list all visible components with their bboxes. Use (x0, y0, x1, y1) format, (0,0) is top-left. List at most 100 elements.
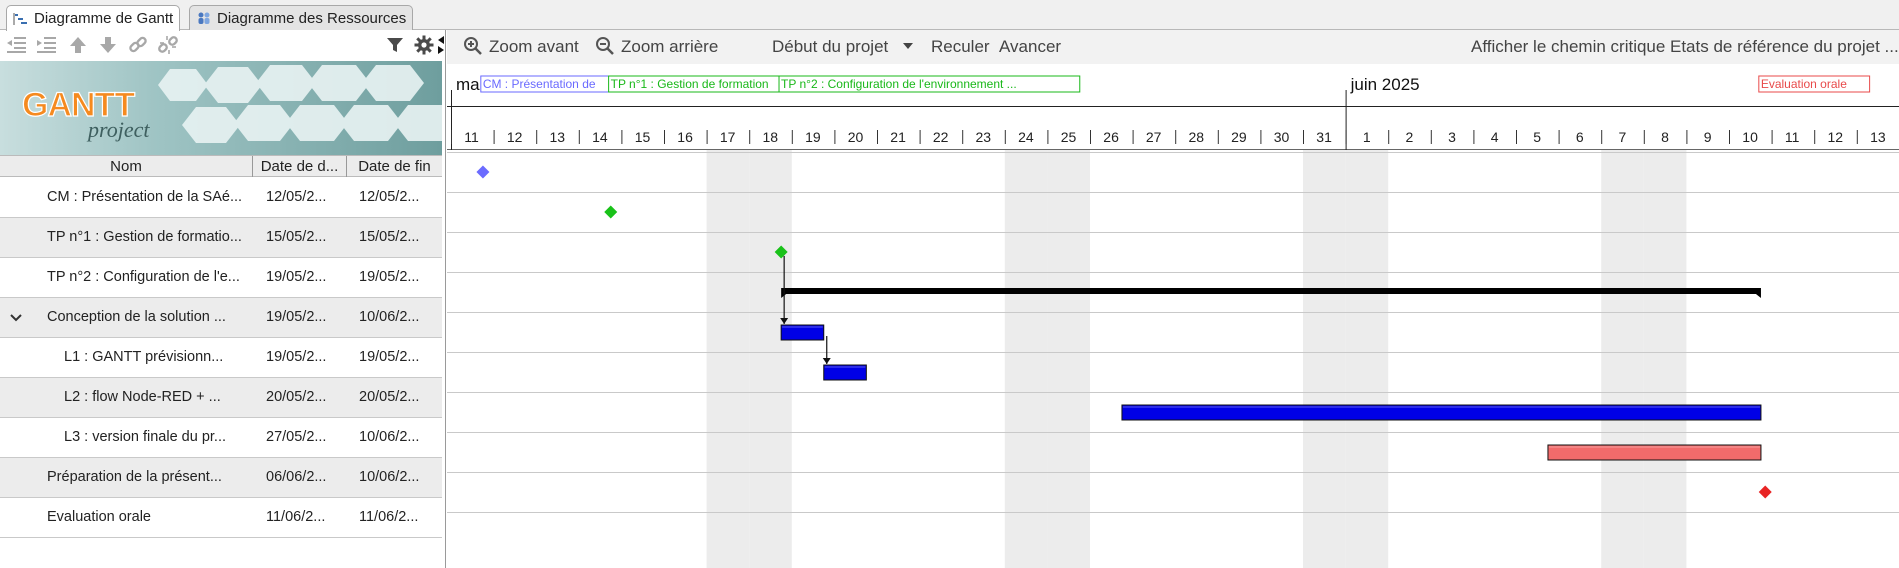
column-header-end[interactable]: Date de fin (358, 158, 431, 175)
task-name: CM : Présentation de la SAé... (47, 189, 243, 205)
zoom-in-button[interactable]: Zoom avant (463, 30, 579, 64)
day-label: 6 (1576, 129, 1584, 145)
task-bar[interactable] (780, 324, 825, 341)
task-start-date: 15/05/2... (266, 229, 327, 245)
chart-toolbar: Zoom avant Zoom arrière Début du projet … (447, 30, 1899, 64)
day-label: 2 (1406, 129, 1414, 145)
day-label: 4 (1491, 129, 1499, 145)
gantt-chart-canvas[interactable]: mai 2025juin 202511121314151617181920212… (447, 66, 1899, 568)
logo-brand-text: GANTT (22, 86, 135, 124)
task-row[interactable]: Conception de la solution ... 19/05/2... 1… (0, 298, 442, 338)
day-label: 8 (1661, 129, 1669, 145)
weekend-column (1643, 150, 1687, 568)
task-table-body: CM : Présentation de la SAé...12/05/2...… (0, 178, 442, 538)
day-label: 12 (1828, 129, 1844, 145)
task-start-date: 19/05/2... (266, 309, 327, 325)
task-name: L1 : GANTT prévisionn... (64, 349, 224, 365)
timeline-task-label[interactable]: TP n°2 : Configuration de l'environnemen… (778, 75, 1081, 93)
unlink-icon[interactable] (156, 34, 180, 56)
timeline-task-label[interactable]: CM : Présentation de (480, 75, 619, 93)
dependency-arrow-head (822, 358, 831, 364)
summary-bar[interactable] (781, 288, 1761, 298)
timeline-task-label[interactable]: Evaluation orale (1758, 75, 1871, 93)
ganttproject-logo-banner: GANTT project (0, 61, 442, 155)
day-label: 3 (1448, 129, 1456, 145)
day-label: 19 (805, 129, 821, 145)
milestone-diamond[interactable] (476, 165, 490, 179)
day-label: 18 (763, 129, 779, 145)
task-bar[interactable] (1121, 404, 1762, 421)
task-tree-toolbar (0, 30, 445, 60)
task-table-header: Nom Date de d... Date de fin (0, 155, 442, 177)
zoom-in-label: Zoom avant (489, 37, 579, 56)
task-end-date: 11/06/2... (359, 509, 419, 525)
task-start-date: 27/05/2... (266, 429, 327, 445)
day-label: 10 (1742, 129, 1758, 145)
task-end-date: 19/05/2... (359, 349, 420, 365)
weekend-column (1345, 150, 1389, 568)
milestone-diamond[interactable] (1758, 485, 1772, 499)
task-row[interactable]: L1 : GANTT prévisionn... 19/05/2... 19/05/… (0, 338, 442, 378)
day-label: 26 (1103, 129, 1119, 145)
zoom-out-button[interactable]: Zoom arrière (595, 30, 718, 64)
task-start-date: 19/05/2... (266, 349, 327, 365)
task-name: L2 : flow Node-RED + ... (64, 389, 221, 405)
day-label: 9 (1704, 129, 1712, 145)
column-header-start[interactable]: Date de d... (253, 156, 347, 177)
task-name: TP n°2 : Configuration de l'e... (47, 269, 240, 285)
filter-icon[interactable] (383, 34, 407, 56)
weekend-column (1004, 150, 1048, 568)
link-icon[interactable] (126, 34, 150, 56)
zoom-out-icon (596, 37, 614, 55)
task-row[interactable]: CM : Présentation de la SAé...12/05/2...… (0, 178, 442, 218)
task-row[interactable]: L2 : flow Node-RED + ...20/05/2...20/05/… (0, 378, 442, 418)
indent-icon[interactable] (34, 34, 58, 56)
project-start-dropdown-icon[interactable] (902, 30, 914, 64)
task-end-date: 10/06/2... (359, 309, 420, 325)
task-start-date: 11/06/2... (266, 509, 326, 525)
task-tree-panel: GANTT project Nom Date de d... Date de f… (0, 30, 446, 568)
move-up-icon[interactable] (66, 34, 90, 56)
task-row[interactable]: Préparation de la présent...06/06/2...10… (0, 458, 442, 498)
critical-path-button[interactable]: Afficher le chemin critique (1471, 37, 1666, 56)
task-row[interactable]: TP n°1 : Gestion de formatio... 15/05/2..… (0, 218, 442, 258)
outdent-icon[interactable] (4, 34, 28, 56)
move-down-icon[interactable] (96, 34, 120, 56)
tab-gantt-label: Diagramme de Gantt (34, 10, 174, 27)
task-row[interactable]: TP n°2 : Configuration de l'e... 19/05/2.… (0, 258, 442, 298)
project-start-button[interactable]: Début du projet (772, 37, 889, 56)
task-bar[interactable] (1547, 444, 1762, 461)
task-bar[interactable] (823, 364, 867, 381)
task-row[interactable]: Evaluation orale 11/06/2... 11/06/2... (0, 498, 442, 538)
timeline-task-label[interactable]: TP n°1 : Gestion de formation (608, 75, 806, 93)
day-label: 31 (1316, 129, 1332, 145)
day-label: 27 (1146, 129, 1162, 145)
weekend-column (1047, 150, 1090, 568)
gear-icon[interactable] (412, 34, 436, 56)
zoom-out-label: Zoom arrière (621, 37, 719, 56)
task-name: Conception de la solution ... (47, 309, 226, 325)
baselines-button[interactable]: Etats de référence du projet ... (1670, 37, 1899, 56)
day-label: 17 (720, 129, 736, 145)
day-label: 13 (1870, 129, 1886, 145)
svg-text:Evaluation orale: Evaluation orale (1761, 77, 1847, 91)
back-button[interactable]: Reculer (931, 37, 990, 56)
task-name: Evaluation orale (47, 509, 151, 525)
day-label: 28 (1189, 129, 1205, 145)
day-label: 30 (1274, 129, 1290, 145)
milestone-diamond[interactable] (604, 205, 618, 219)
task-row[interactable]: L3 : version finale du pr...27/05/2...10… (0, 418, 442, 458)
task-name: Préparation de la présent... (47, 469, 222, 485)
gantt-tab-icon (13, 12, 27, 25)
expand-chevron-icon[interactable] (8, 310, 24, 326)
tab-resources-chart[interactable]: Diagramme des Ressources (189, 5, 414, 30)
milestone-diamond[interactable] (774, 245, 788, 259)
forward-button[interactable]: Avancer (999, 37, 1062, 56)
tab-gantt-chart[interactable]: Diagramme de Gantt (6, 5, 181, 31)
task-end-date: 10/06/2... (359, 429, 420, 445)
column-header-name[interactable]: Nom (0, 156, 253, 177)
collapse-panel-arrow-icon[interactable] (434, 34, 445, 56)
task-name: TP n°1 : Gestion de formatio... (47, 229, 242, 245)
task-start-date: 19/05/2... (266, 269, 327, 285)
